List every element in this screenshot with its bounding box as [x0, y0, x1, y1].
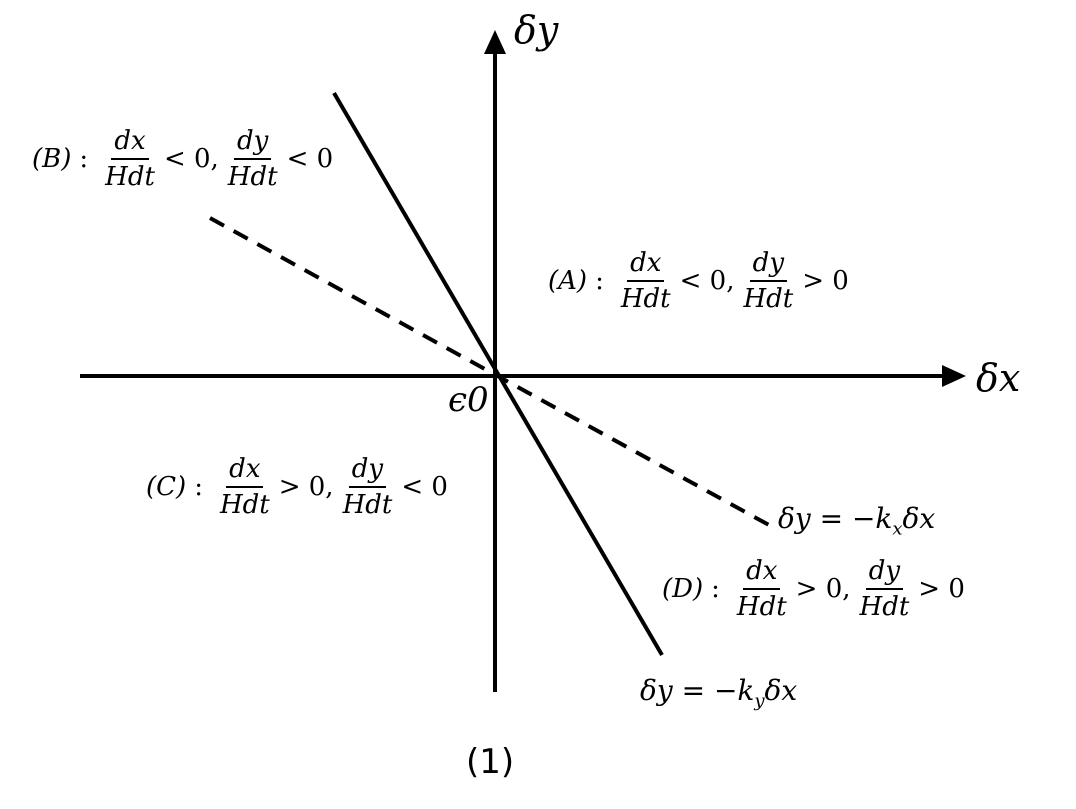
- region-b-num2: dy: [234, 126, 272, 160]
- region-d-num1: dx: [743, 556, 781, 590]
- region-d-rel1: > 0,: [795, 574, 851, 604]
- solid-line-label: δy = −kyδx: [640, 674, 797, 712]
- y-axis-arrow: [484, 30, 506, 54]
- region-c-sep: :: [194, 472, 203, 502]
- region-a-sep: :: [595, 266, 604, 296]
- dashed-line-label: δy = −kxδx: [778, 502, 935, 540]
- region-a-num2: dy: [749, 248, 788, 282]
- region-a-num1: dx: [627, 248, 665, 282]
- region-c-num1: dx: [226, 454, 264, 488]
- region-a-rel1: < 0,: [679, 266, 735, 296]
- region-d-den2: Hdt: [859, 592, 910, 622]
- y-axis-label: δy: [514, 8, 559, 52]
- region-c-label: (C): [146, 472, 187, 502]
- region-b-den2: Hdt: [227, 162, 278, 192]
- region-d-sep: :: [711, 574, 720, 604]
- figure-caption: (1): [466, 742, 515, 782]
- x-axis-label: δx: [976, 356, 1021, 400]
- region-b-den1: Hdt: [105, 162, 155, 192]
- dashed-line-label-text: δy = −k: [778, 502, 893, 535]
- region-c-den1: Hdt: [219, 490, 270, 520]
- region-b-num1: dx: [111, 126, 149, 160]
- region-c-num2: dy: [348, 454, 387, 488]
- solid-line-label-text: δy = −k: [640, 674, 755, 707]
- region-c-den2: Hdt: [342, 490, 393, 520]
- dashed-line-label-sub: x: [892, 518, 903, 540]
- region-a-rel2: > 0: [802, 266, 849, 296]
- region-d-label: (D): [662, 574, 704, 604]
- region-d-den1: Hdt: [736, 592, 787, 622]
- region-a-den1: Hdt: [620, 284, 671, 314]
- region-d-num2: dy: [865, 556, 904, 590]
- region-b-rel2: < 0: [286, 144, 334, 174]
- region-b-sep: :: [79, 144, 89, 174]
- x-axis-arrow: [942, 365, 966, 387]
- origin-label: ϵ0: [448, 380, 489, 420]
- solid-line-label-sub: y: [754, 690, 765, 712]
- region-c-rel2: < 0: [401, 472, 448, 502]
- solid-line-label-tail: δx: [764, 674, 798, 707]
- region-a-label: (A): [548, 266, 588, 296]
- region-a-den2: Hdt: [743, 284, 794, 314]
- region-b-label: (B): [32, 144, 72, 174]
- dashed-line-label-tail: δx: [902, 502, 936, 535]
- dashed-line-kx: [209, 216, 779, 532]
- region-c-rel1: > 0,: [278, 472, 334, 502]
- region-d-rel2: > 0: [918, 574, 965, 604]
- region-b-rel1: < 0,: [163, 144, 219, 174]
